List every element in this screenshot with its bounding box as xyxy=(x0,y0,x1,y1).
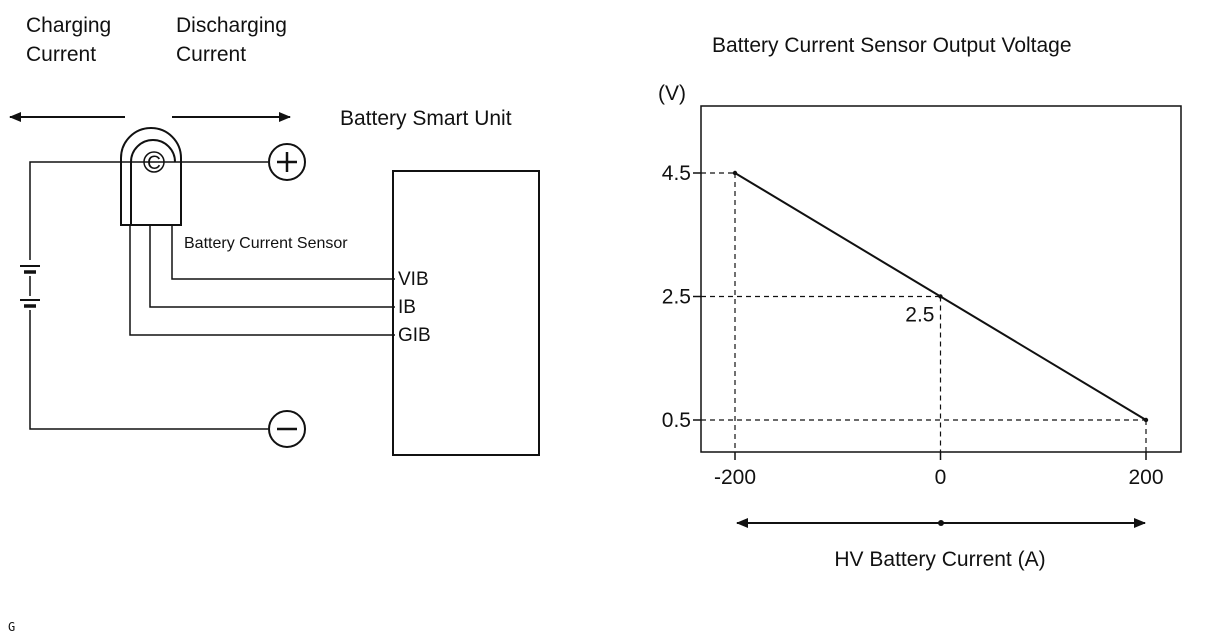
x-tick-labels: -200 0 200 xyxy=(714,452,1164,489)
battery-current-sensor-label: Battery Current Sensor xyxy=(184,235,348,252)
ib-wire xyxy=(149,225,395,308)
positive-terminal-icon xyxy=(268,143,306,181)
negative-terminal-icon xyxy=(268,410,306,448)
x-tick-label: 0 xyxy=(935,466,947,489)
positive-bus-wire xyxy=(29,161,268,260)
gib-wire xyxy=(129,225,395,336)
x-tick-label: 200 xyxy=(1128,466,1163,489)
charging-label-line2: Current xyxy=(26,43,96,66)
circuit-diagram: Charging Current Discharging Current Bat… xyxy=(9,14,540,456)
data-point xyxy=(938,294,943,299)
x-axis-label: HV Battery Current (A) xyxy=(834,548,1045,571)
current-sensor-icon: C xyxy=(120,127,182,226)
battery-cell-icon xyxy=(20,265,40,308)
battery-smart-unit-box xyxy=(392,170,540,456)
output-voltage-chart: Battery Current Sensor Output Voltage (V… xyxy=(658,34,1182,571)
y-tick-label: 4.5 xyxy=(662,162,691,185)
battery-smart-unit-label: Battery Smart Unit xyxy=(340,107,512,130)
terminal-ib-label: IB xyxy=(398,297,416,318)
terminal-vib-label: VIB xyxy=(398,269,429,290)
chart-title: Battery Current Sensor Output Voltage xyxy=(712,34,1072,57)
data-point xyxy=(1143,417,1149,423)
chart-series xyxy=(732,170,1149,423)
y-tick-label: 2.5 xyxy=(662,286,691,309)
discharging-label-line1: Discharging xyxy=(176,14,287,37)
terminal-gib-label: GIB xyxy=(398,325,431,346)
x-tick-label: -200 xyxy=(714,466,756,489)
sensor-symbol: C xyxy=(147,153,161,174)
data-point xyxy=(732,170,738,176)
y-tick-label: 0.5 xyxy=(662,409,691,432)
figure-code-label: G xyxy=(8,620,15,634)
current-axis-zero-dot xyxy=(938,520,944,526)
chart-annotations: 2.5 xyxy=(905,304,934,327)
discharging-label-line2: Current xyxy=(176,43,246,66)
y-tick-labels: 4.5 2.5 0.5 xyxy=(662,162,701,432)
charging-label-line1: Charging xyxy=(26,14,111,37)
negative-bus-wire xyxy=(29,310,268,430)
annotation-label: 2.5 xyxy=(905,304,934,327)
vib-wire xyxy=(171,225,395,280)
y-axis-unit-label: (V) xyxy=(658,82,686,105)
chart-guide-lines xyxy=(701,172,1147,452)
